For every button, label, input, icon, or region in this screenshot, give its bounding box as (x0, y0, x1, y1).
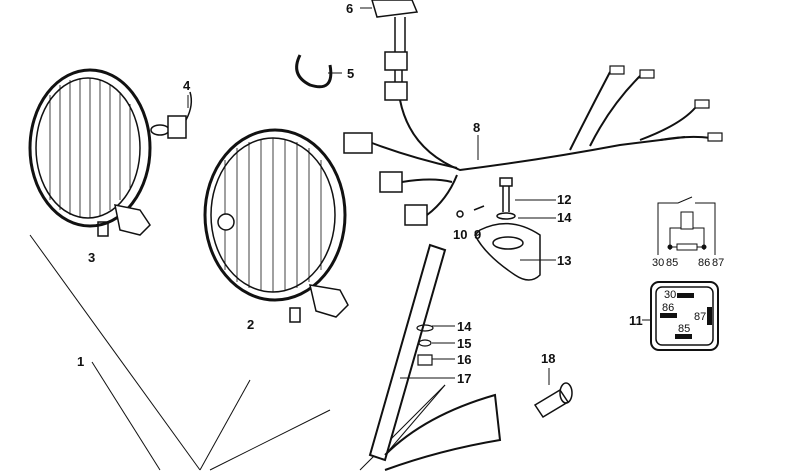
fog-lamp-right (203, 128, 349, 323)
callout-18: 18 (541, 351, 556, 366)
callout-2: 2 (247, 317, 255, 332)
socket-pin-87: 87 (694, 311, 707, 323)
cable-tie (295, 54, 333, 89)
socket-pin-30: 30 (664, 289, 677, 301)
callout-9: 9 (474, 227, 482, 242)
callout-12: 12 (557, 192, 572, 207)
callout-10: 10 (453, 227, 468, 242)
callout-16: 16 (457, 352, 472, 367)
callout-6: 6 (346, 1, 354, 16)
socket-pin-85: 85 (678, 323, 691, 335)
mounting-bracket-hardware (456, 177, 541, 281)
leader-lines (29, 234, 446, 471)
callout-8: 8 (473, 120, 481, 135)
callout-15: 15 (457, 336, 472, 351)
wiring-harness (371, 65, 723, 216)
schematic-pin-87: 87 (712, 257, 725, 269)
callout-5: 5 (347, 66, 355, 81)
bulb (150, 91, 193, 139)
fog-lamp-left (28, 68, 152, 237)
callout-14-top: 14 (557, 210, 572, 225)
relay-socket (642, 281, 719, 351)
schematic-pin-30: 30 (652, 257, 665, 269)
callout-13: 13 (557, 253, 572, 268)
callout-4: 4 (183, 78, 191, 93)
lamp-bracket (368, 243, 502, 471)
relay-schematic (657, 196, 716, 255)
schematic-pin-85: 85 (666, 257, 679, 269)
socket-pin-86: 86 (662, 302, 675, 314)
bolt (533, 368, 573, 419)
callout-1: 1 (77, 354, 85, 369)
schematic-pin-86: 86 (698, 257, 711, 269)
callout-17: 17 (457, 371, 472, 386)
wire-connectors (343, 0, 428, 226)
callout-11: 11 (629, 313, 643, 328)
callout-14-bottom: 14 (457, 319, 472, 334)
callout-3: 3 (88, 250, 96, 265)
